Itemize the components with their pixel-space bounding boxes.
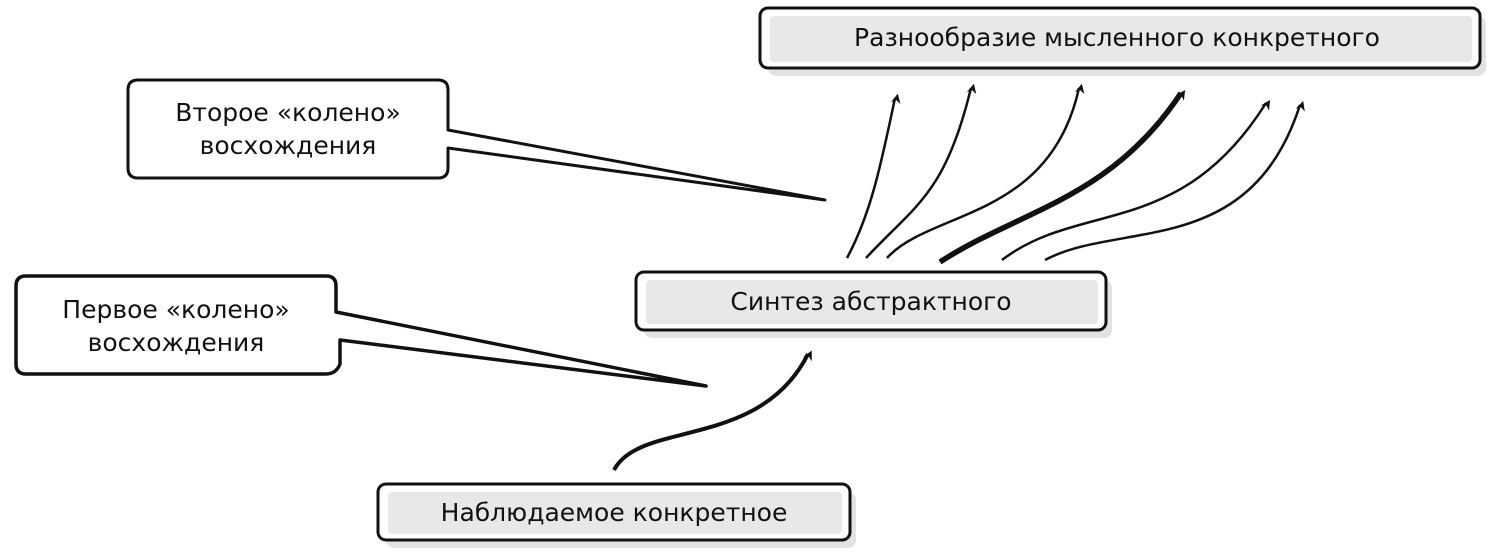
arrow-1: [845, 93, 901, 259]
arrow-4-thick: [938, 89, 1186, 265]
arrow-6: [1044, 100, 1305, 262]
callout-second-knee: Второе «колено» восхождения: [126, 78, 827, 202]
callout-text: Второе «колено»: [175, 98, 401, 127]
arrow-3: [886, 83, 1085, 259]
callout-text: восхождения: [88, 328, 265, 357]
arrow-ascent-first: [612, 350, 812, 471]
box-label: Разнообразие мысленного конкретного: [854, 23, 1380, 52]
box-observed-concrete: Наблюдаемое конкретное: [376, 482, 856, 548]
callout-text: Первое «колено»: [62, 295, 289, 324]
box-label: Синтез абстрактного: [730, 287, 1011, 316]
arrow-2: [865, 83, 977, 259]
callout-text: восхождения: [200, 131, 377, 160]
arrow-5: [1001, 99, 1271, 261]
box-synthesis-abstract: Синтез абстрактного: [634, 270, 1112, 338]
callout-first-knee: Первое «колено» восхождения: [14, 274, 708, 388]
ascent-arrows: [612, 83, 1305, 471]
box-label: Наблюдаемое конкретное: [441, 498, 788, 527]
box-thought-concrete-diversity: Разнообразие мысленного конкретного: [758, 6, 1486, 76]
